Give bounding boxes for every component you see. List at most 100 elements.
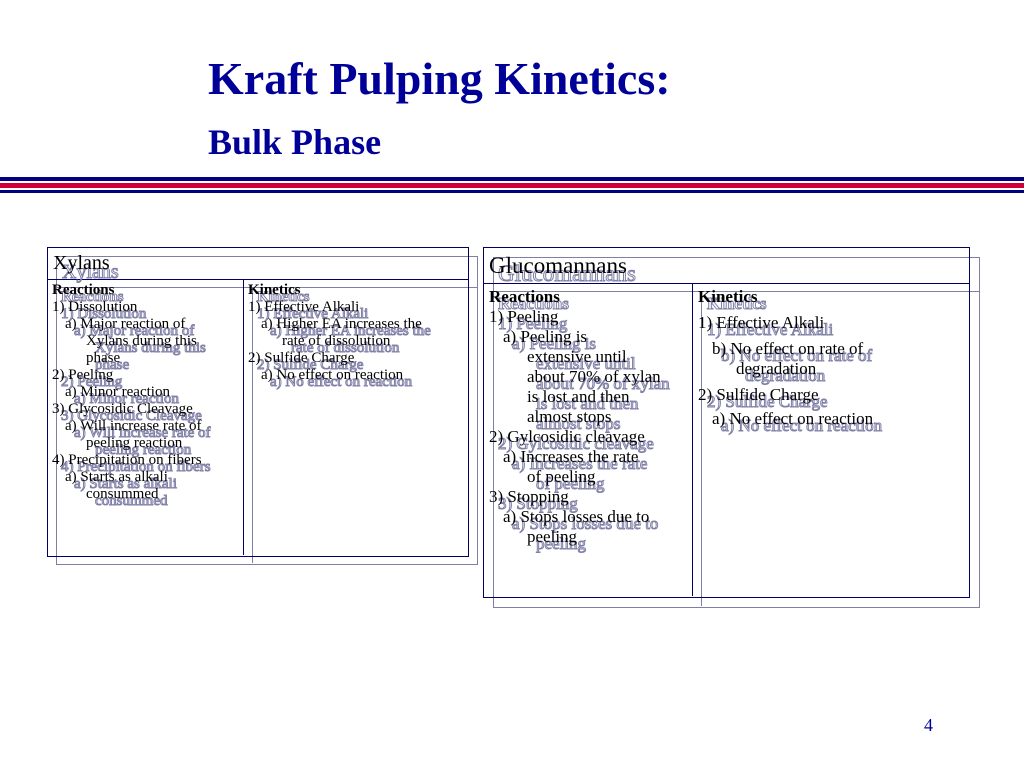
- list-item: 1) Effective Alkali: [257, 306, 369, 323]
- list-item: b) No effect on rate of: [712, 339, 864, 358]
- list-item: 2) Sulfide Charge: [248, 350, 355, 366]
- list-item: consummed: [95, 493, 168, 510]
- glucomannans-header-divider: [483, 283, 969, 284]
- list-item: Xylans during this: [95, 340, 207, 357]
- list-item: extensive until: [527, 347, 627, 366]
- list-item: is lost and then: [536, 394, 639, 414]
- list-item: almost stops: [527, 407, 612, 426]
- xylans-kinetics-shadow: Kinetics 1) Effective Alkali a) Higher E…: [257, 289, 432, 391]
- list-item: a) Will increase rate of: [74, 425, 212, 442]
- list-item: a) No effect on reaction: [270, 374, 413, 391]
- list-item: peeling: [536, 534, 587, 554]
- xylans-shadow-divider: [56, 287, 477, 288]
- list-item: 1) Effective Alkali: [248, 299, 360, 315]
- xylans-header-shadow: Xylans: [62, 261, 120, 284]
- list-item: a) Peeling is: [512, 334, 597, 354]
- glucomannans-column-divider: [692, 283, 693, 596]
- list-item: 1) Dissolution: [52, 299, 138, 315]
- list-item: a) Peeling is: [503, 327, 588, 346]
- list-item: 4) Precipitation on fibers: [52, 452, 202, 468]
- list-item: b) No effect on rate of: [720, 346, 873, 366]
- list-item: 1) Dissolution: [61, 306, 147, 323]
- list-item: 4) Precipitation on fibers: [61, 459, 212, 476]
- list-item: 2) Gylcosidic cleavage: [498, 434, 655, 454]
- xylans-reactions-header-shadow: Reactions: [61, 289, 124, 306]
- list-item: 3) Stopping: [489, 487, 569, 506]
- xylans-frame: [47, 247, 469, 557]
- list-item: 1) Peeling: [489, 307, 559, 326]
- xylans-shadow-column-divider: [252, 287, 253, 563]
- glucomannans-kinetics-header-shadow: Kinetics: [706, 294, 767, 314]
- glucomannans-reactions: Reactions 1) Peeling a) Peeling is exten…: [489, 287, 661, 547]
- glucomannans-reactions-shadow: Reactions 1) Peeling a) Peeling is exten…: [498, 294, 671, 554]
- list-item: a) Major reaction of: [74, 323, 195, 340]
- list-item: a) Stops losses due to: [503, 507, 650, 526]
- glucomannans-reactions-header-shadow: Reactions: [498, 294, 570, 314]
- list-item: degradation: [744, 366, 826, 386]
- list-item: Xylans during this: [86, 333, 197, 349]
- list-item: 1) Effective Alkali: [698, 313, 825, 332]
- list-item: a) No effect on reaction: [261, 367, 404, 383]
- list-item: 1) Effective Alkali: [706, 320, 834, 340]
- list-item: peeling reaction: [86, 435, 183, 451]
- xylans-header: Xylans: [53, 252, 110, 274]
- list-item: a) Starts as alkali: [65, 469, 168, 485]
- list-item: about 70% of xylan: [536, 374, 671, 394]
- list-item: degradation: [736, 359, 817, 378]
- page-number: 4: [924, 715, 933, 735]
- slide-title: Kraft Pulping Kinetics:: [208, 53, 671, 104]
- glucomannans-shadow-frame: [493, 257, 980, 608]
- list-item: is lost and then: [527, 387, 630, 406]
- xylans-shadow-frame: [56, 256, 478, 565]
- list-item: a) Higher EA increases the: [261, 316, 422, 332]
- slide-subtitle: Bulk Phase: [208, 122, 382, 162]
- list-item: a) Increases the rate: [512, 454, 648, 474]
- list-item: a) No effect on reaction: [712, 409, 874, 428]
- list-item: almost stops: [536, 414, 622, 434]
- list-item: a) Starts as alkali: [74, 476, 178, 493]
- list-item: peeling reaction: [95, 442, 192, 459]
- xylans-kinetics-header: Kinetics: [248, 282, 301, 298]
- list-item: a) Higher EA increases the: [270, 323, 432, 340]
- xylans-kinetics-header-shadow: Kinetics: [257, 289, 310, 306]
- list-item: rate of dissolution: [291, 340, 400, 357]
- xylans-reactions-header: Reactions: [52, 282, 115, 298]
- list-item: 3) Glycosidic Cleavage: [61, 408, 203, 425]
- list-item: of peeling: [536, 474, 605, 494]
- list-item: a) Major reaction of: [65, 316, 186, 332]
- list-item: consummed: [86, 486, 159, 502]
- xylans-header-divider: [47, 279, 468, 280]
- list-item: phase: [86, 350, 121, 366]
- xylans-kinetics: Kinetics 1) Effective Alkali a) Higher E…: [248, 282, 422, 384]
- xylans-reactions-shadow: Reactions 1) Dissolution a) Major reacti…: [61, 289, 212, 510]
- xylans-reactions: Reactions 1) Dissolution a) Major reacti…: [52, 282, 202, 503]
- glucomannans-reactions-header: Reactions: [489, 287, 560, 306]
- list-item: a) Will increase rate of: [65, 418, 202, 434]
- title-rule-red: [0, 183, 1024, 188]
- xylans-column-divider: [243, 279, 244, 555]
- list-item: 2) Sulfide Charge: [257, 357, 364, 374]
- list-item: 2) Sulfide Charge: [698, 385, 819, 404]
- list-item: a) Minor reaction: [65, 384, 170, 400]
- list-item: 1) Peeling: [498, 314, 568, 334]
- glucomannans-header: Glucomannans: [489, 253, 627, 278]
- list-item: 2) Sulfide Charge: [706, 392, 828, 412]
- list-item: a) Stops losses due to: [512, 514, 659, 534]
- glucomannans-kinetics-shadow: Kinetics 1) Effective Alkali b) No effec…: [706, 294, 883, 436]
- list-item: 2) Gylcosidic cleavage: [489, 427, 645, 446]
- title-rule-blue-bottom: [0, 190, 1024, 193]
- list-item: 3) Glycosidic Cleavage: [52, 401, 193, 417]
- list-item: about 70% of xylan: [527, 367, 661, 386]
- list-item: a) Minor reaction: [74, 391, 180, 408]
- glucomannans-shadow-column-divider: [701, 291, 702, 606]
- list-item: of peeling: [527, 467, 596, 486]
- list-item: extensive until: [536, 354, 637, 374]
- title-rule-blue-top: [0, 177, 1024, 181]
- glucomannans-header-shadow: Glucomannans: [498, 261, 637, 287]
- glucomannans-frame: [483, 247, 970, 598]
- list-item: 2) Peeling: [52, 367, 114, 383]
- list-item: peeling: [527, 527, 578, 546]
- list-item: 2) Peeling: [61, 374, 123, 391]
- list-item: a) No effect on reaction: [720, 416, 883, 436]
- glucomannans-kinetics-header: Kinetics: [698, 287, 758, 306]
